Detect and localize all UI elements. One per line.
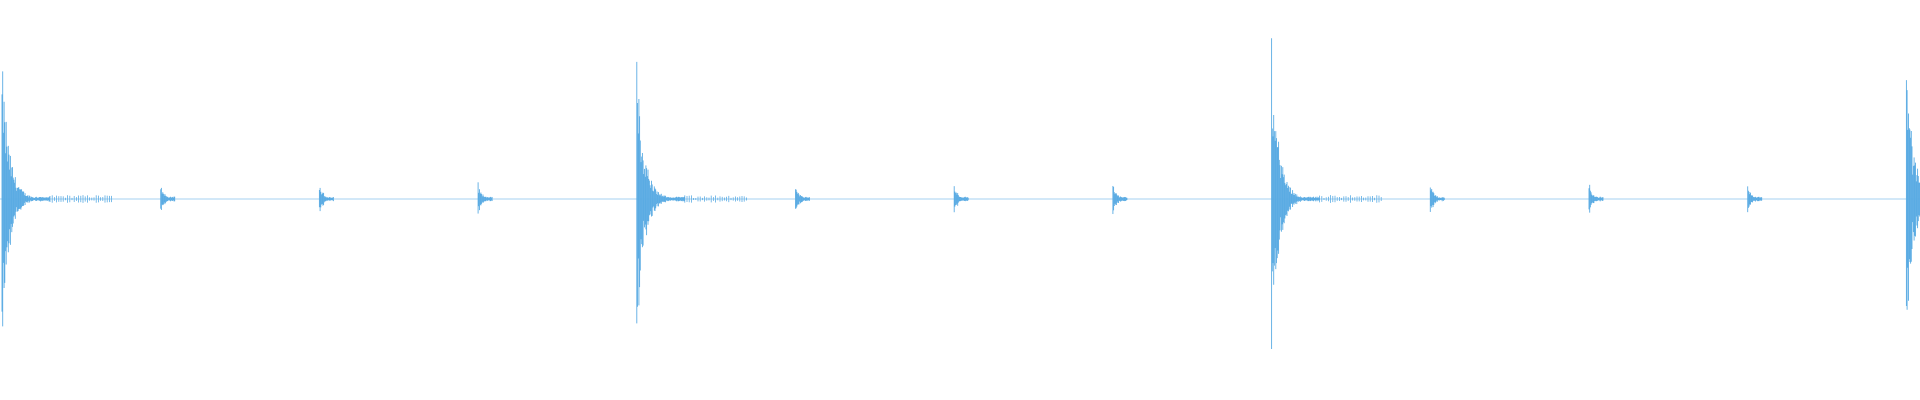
beat-transient-weak [953,186,969,213]
beat-transient-strong [1905,80,1920,310]
beat-transient-strong [636,61,747,324]
beat-transient-weak [160,187,176,210]
beat-transient-strong [1271,38,1382,350]
beat-transient-weak [477,182,493,214]
beat-transient-weak [1747,186,1763,213]
beat-transient-weak [1429,187,1445,212]
beat-transient-weak [1112,185,1128,215]
waveform-samples [1,38,1920,350]
beat-transient-strong [1,71,112,327]
beat-transient-weak [318,187,334,212]
beat-transient-weak [1588,184,1604,213]
beat-transient-weak [795,189,810,209]
